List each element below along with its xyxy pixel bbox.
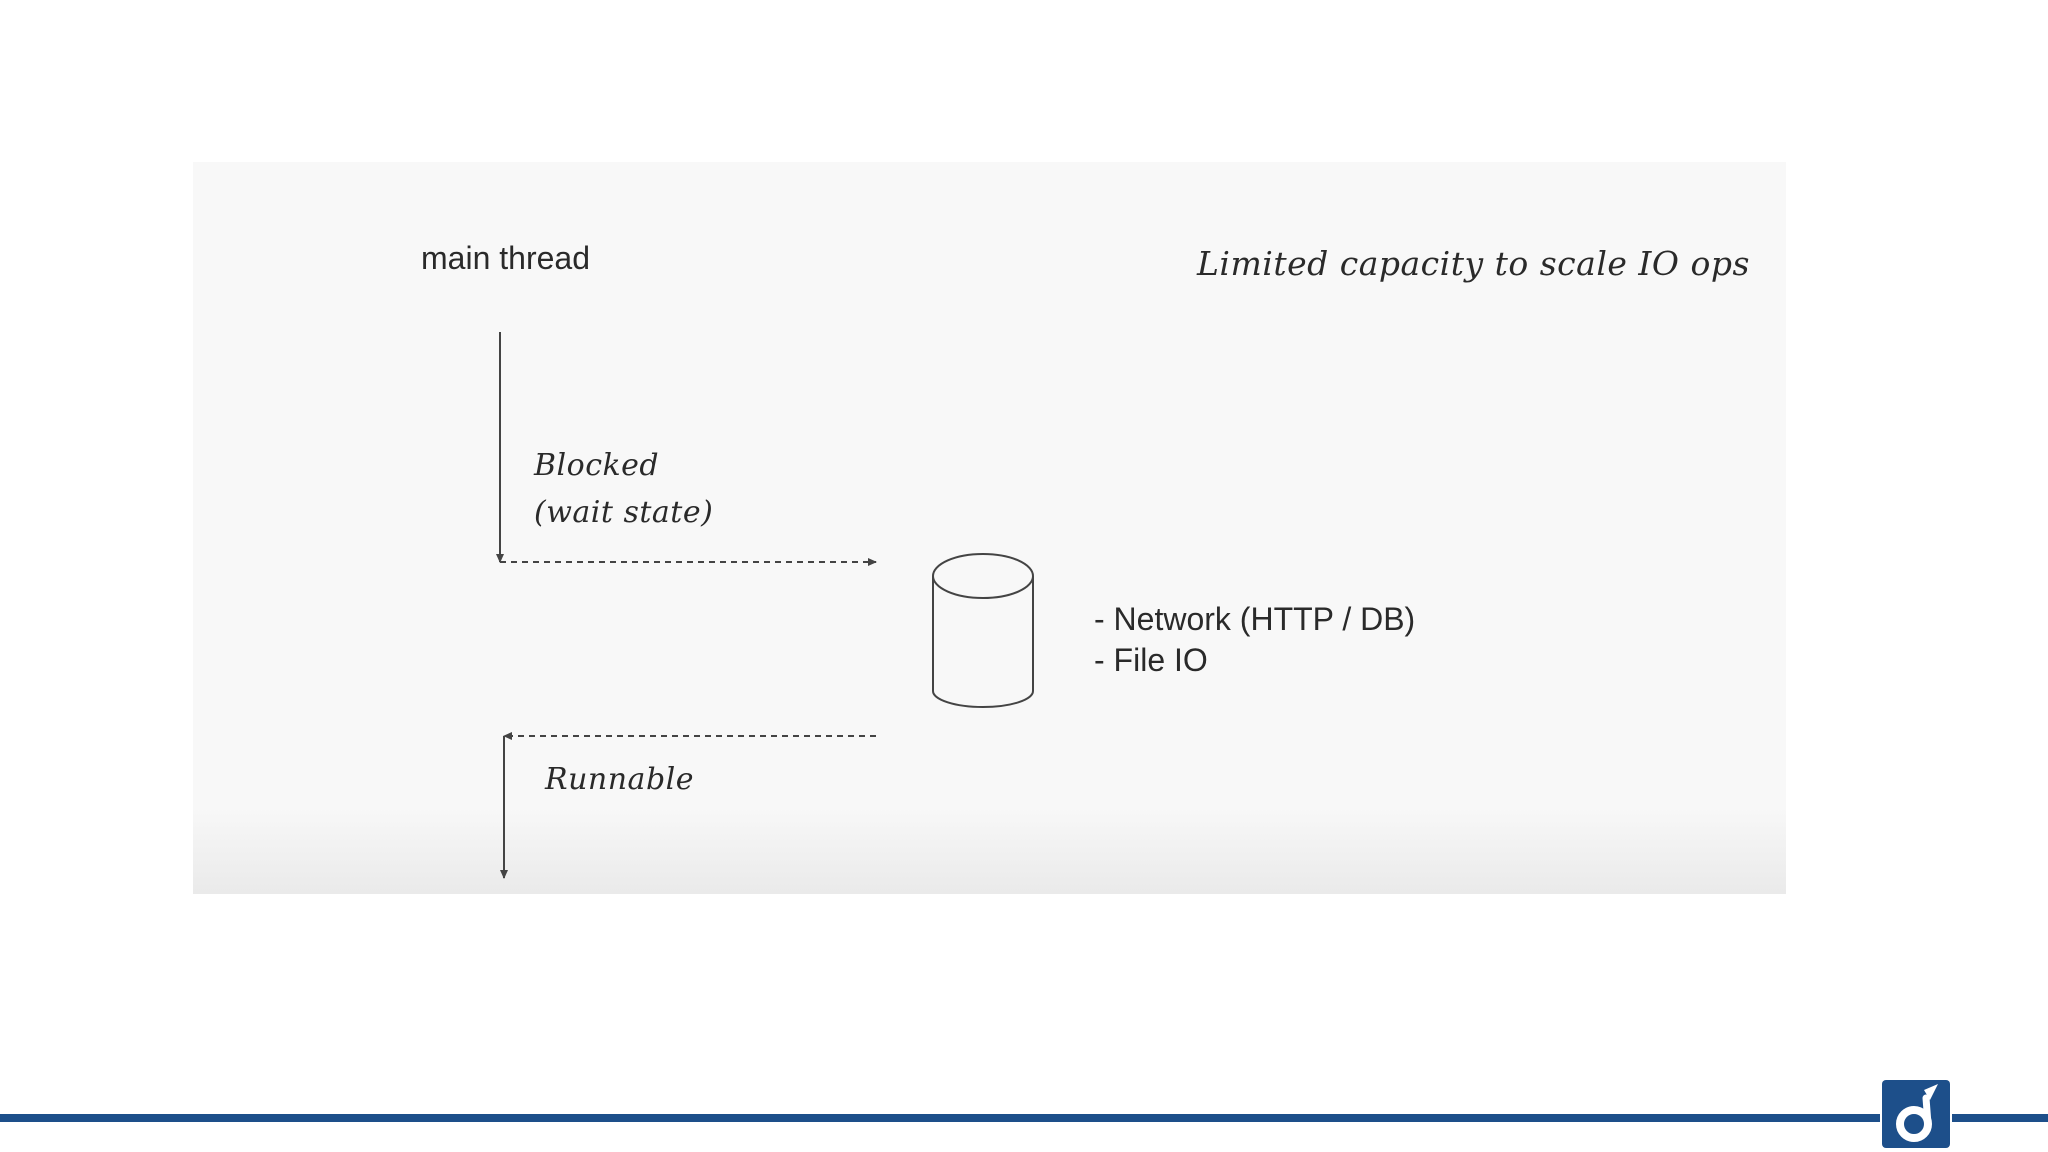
brand-logo-icon — [1882, 1080, 1950, 1148]
limited-capacity-note: Limited capacity to scale IO ops — [1197, 244, 1750, 283]
blocked-label-line2: (wait state) — [534, 495, 714, 530]
blocked-label: Blocked (wait state) — [534, 442, 713, 536]
main-thread-label: main thread — [421, 240, 590, 276]
brand-logo — [1880, 1078, 1952, 1150]
blocked-label-line1: Blocked — [534, 448, 660, 483]
thread-io-diagram — [496, 332, 1034, 879]
diagram-panel: main thread Limited capacity to scale IO… — [193, 162, 1786, 894]
io-operations-list: - Network (HTTP / DB) - File IO — [1094, 599, 1415, 681]
io-item-network: - Network (HTTP / DB) — [1094, 601, 1416, 637]
database-cylinder-icon — [932, 553, 1034, 708]
footer-accent-line — [0, 1114, 2048, 1122]
runnable-label: Runnable — [545, 762, 694, 797]
io-item-file: - File IO — [1094, 642, 1208, 678]
